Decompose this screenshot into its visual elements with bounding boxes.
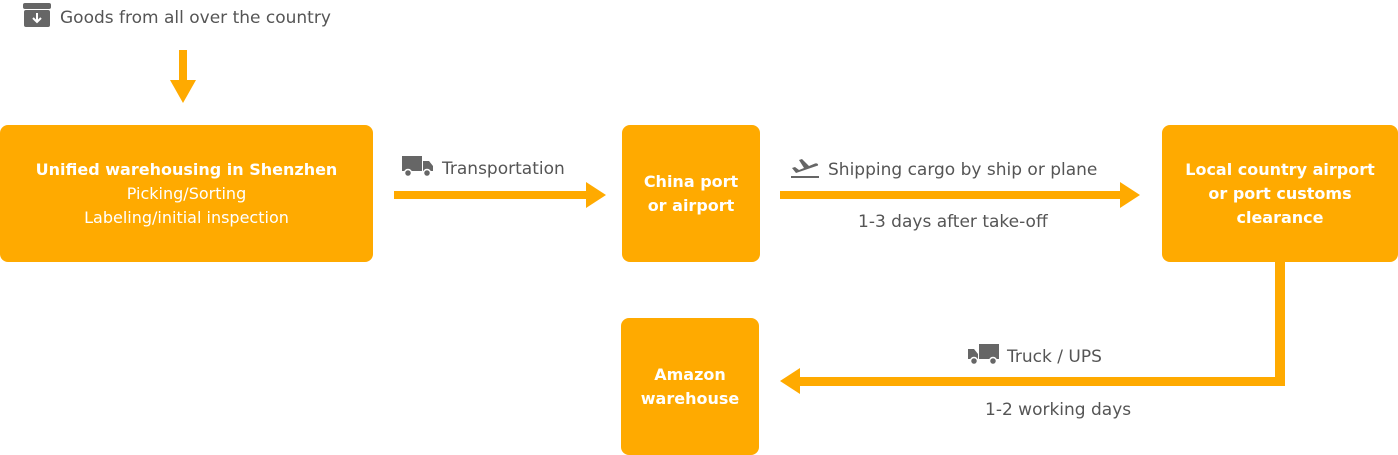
source-label: Goods from all over the country (22, 2, 331, 33)
shenzhen-warehouse-node: Unified warehousing in Shenzhen Picking/… (0, 125, 373, 262)
china-port-line1: China port (643, 171, 739, 191)
shipping-label: Shipping cargo by ship or plane (790, 155, 1097, 184)
source-label-text: Goods from all over the country (60, 7, 331, 28)
local-clearance-line1: Local country airport (1185, 159, 1375, 179)
truck-ups-label: Truck / UPS (967, 342, 1102, 371)
local-clearance-line2: or port customs (1208, 183, 1352, 203)
shenzhen-line-labeling: Labeling/initial inspection (84, 207, 289, 227)
shipping-duration-label: 1-3 days after take-off (858, 212, 1048, 232)
shipping-label-text: Shipping cargo by ship or plane (828, 159, 1098, 180)
transportation-label: Transportation (402, 154, 565, 183)
local-clearance-line3: clearance (1236, 207, 1324, 227)
shenzhen-title: Unified warehousing in Shenzhen (35, 159, 338, 179)
truck-icon (402, 154, 434, 183)
truck-ups-duration-label: 1-2 working days (985, 400, 1132, 420)
local-customs-clearance-node: Local country airport or port customs cl… (1162, 125, 1398, 262)
china-port-line2: or airport (647, 195, 735, 215)
amazon-line1: Amazon (654, 364, 726, 384)
amazon-line2: warehouse (640, 388, 740, 408)
transportation-label-text: Transportation (442, 158, 565, 179)
truck-ups-label-text: Truck / UPS (1007, 346, 1102, 367)
plane-takeoff-icon (790, 155, 820, 184)
truck-icon (967, 342, 999, 371)
download-box-icon (22, 2, 52, 33)
amazon-warehouse-node: Amazon warehouse (621, 318, 759, 455)
china-port-node: China port or airport (622, 125, 760, 262)
shenzhen-line-picking: Picking/Sorting (126, 183, 247, 203)
